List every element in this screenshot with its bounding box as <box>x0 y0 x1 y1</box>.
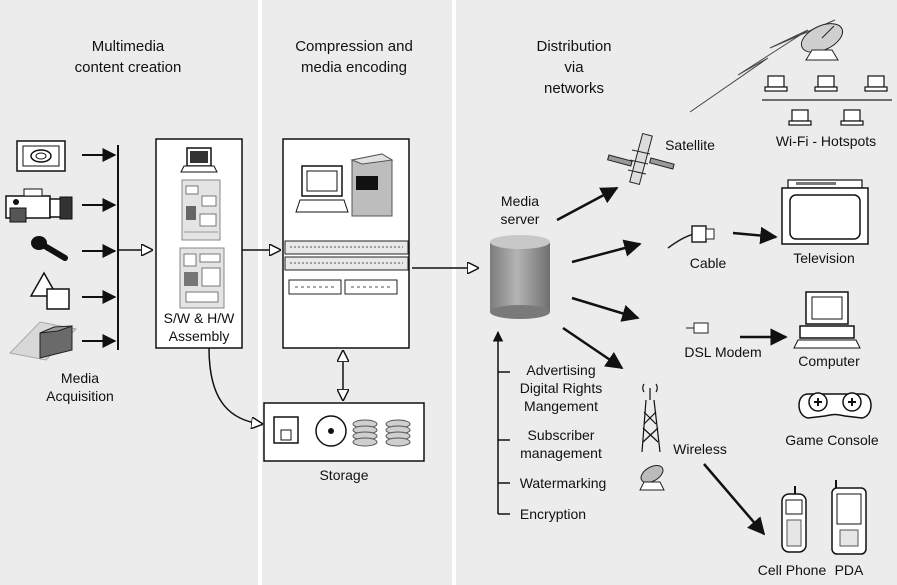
assembly-to-storage-arrow <box>208 347 262 424</box>
distribution-title-line1: Distribution <box>536 38 611 55</box>
wireless-to-phone-arrow <box>703 463 766 536</box>
laptop-icon <box>180 147 218 173</box>
rack-unit-icon <box>284 240 409 295</box>
distribution-title-line2: via <box>564 59 584 76</box>
media-server-cylinder-icon <box>490 235 550 319</box>
service-subscriber-line2: management <box>520 445 602 461</box>
satellite-icon <box>607 132 675 186</box>
cell-phone-icon <box>781 486 807 553</box>
video-camera-icon <box>5 188 73 223</box>
acquisition-label-line2: Acquisition <box>46 388 114 404</box>
service-watermarking: Watermarking <box>520 475 607 491</box>
wifi-label: Wi-Fi - Hotspots <box>776 133 876 149</box>
assembly-label-line1: S/W & H/W <box>164 310 236 326</box>
wireless-link-zigzag <box>689 19 836 113</box>
assembly-label-line2: Assembly <box>169 328 230 344</box>
service-advertising-line3: Mangement <box>524 398 598 414</box>
wireless-tower-icon <box>641 383 661 453</box>
acquisition-label-line1: Media <box>61 370 99 386</box>
pda-label: PDA <box>835 562 864 578</box>
hotspot-laptops-icon <box>762 75 892 126</box>
cable-to-tv-arrow <box>732 226 778 245</box>
optical-disc-icon <box>315 415 347 447</box>
distribution-title-line3: networks <box>544 80 604 97</box>
floppy-disk-icon <box>273 416 299 444</box>
wireless-label: Wireless <box>673 441 727 457</box>
computer-label: Computer <box>798 353 860 369</box>
encoding-title-line1: Compression and <box>295 38 413 55</box>
cable-connector-icon <box>667 225 715 249</box>
server-label-line2: server <box>501 211 540 227</box>
circuit-board-icon <box>181 179 221 241</box>
service-subscriber-line1: Subscriber <box>528 427 595 443</box>
dsl-label: DSL Modem <box>684 344 761 360</box>
service-advertising-line2: Digital Rights <box>520 380 602 396</box>
service-encryption: Encryption <box>520 506 586 522</box>
satellite-label: Satellite <box>665 137 715 153</box>
satellite-dish-icon <box>800 23 844 61</box>
3d-graphics-icon <box>8 321 78 361</box>
game-console-label: Game Console <box>785 432 879 448</box>
services-arrow <box>492 330 510 515</box>
microphone-icon <box>31 236 68 261</box>
television-label: Television <box>793 250 854 266</box>
ground-dish-icon <box>639 464 665 491</box>
desktop-computer-icon <box>295 153 394 217</box>
server-label-line1: Media <box>501 193 539 209</box>
creation-title-line2: content creation <box>75 59 182 76</box>
photo-frame-icon <box>16 140 66 172</box>
pda-icon <box>831 480 867 555</box>
encoding-title-line2: media encoding <box>301 59 407 76</box>
shapes-icon <box>29 271 70 310</box>
creation-title-line1: Multimedia <box>92 38 165 55</box>
assembly-box <box>155 138 243 349</box>
service-advertising-line1: Advertising <box>526 362 595 378</box>
acquisition-arrows <box>82 145 152 350</box>
cell-phone-label: Cell Phone <box>758 562 827 578</box>
computer-icon <box>793 291 861 349</box>
disk-stack-icon <box>352 419 411 447</box>
game-console-icon <box>798 392 872 419</box>
cable-label: Cable <box>690 255 727 271</box>
server-distribution-arrows <box>556 186 642 370</box>
hardware-board-icon <box>179 247 225 309</box>
storage-label: Storage <box>319 467 368 483</box>
dsl-modem-icon <box>686 322 709 334</box>
television-icon <box>781 179 869 245</box>
